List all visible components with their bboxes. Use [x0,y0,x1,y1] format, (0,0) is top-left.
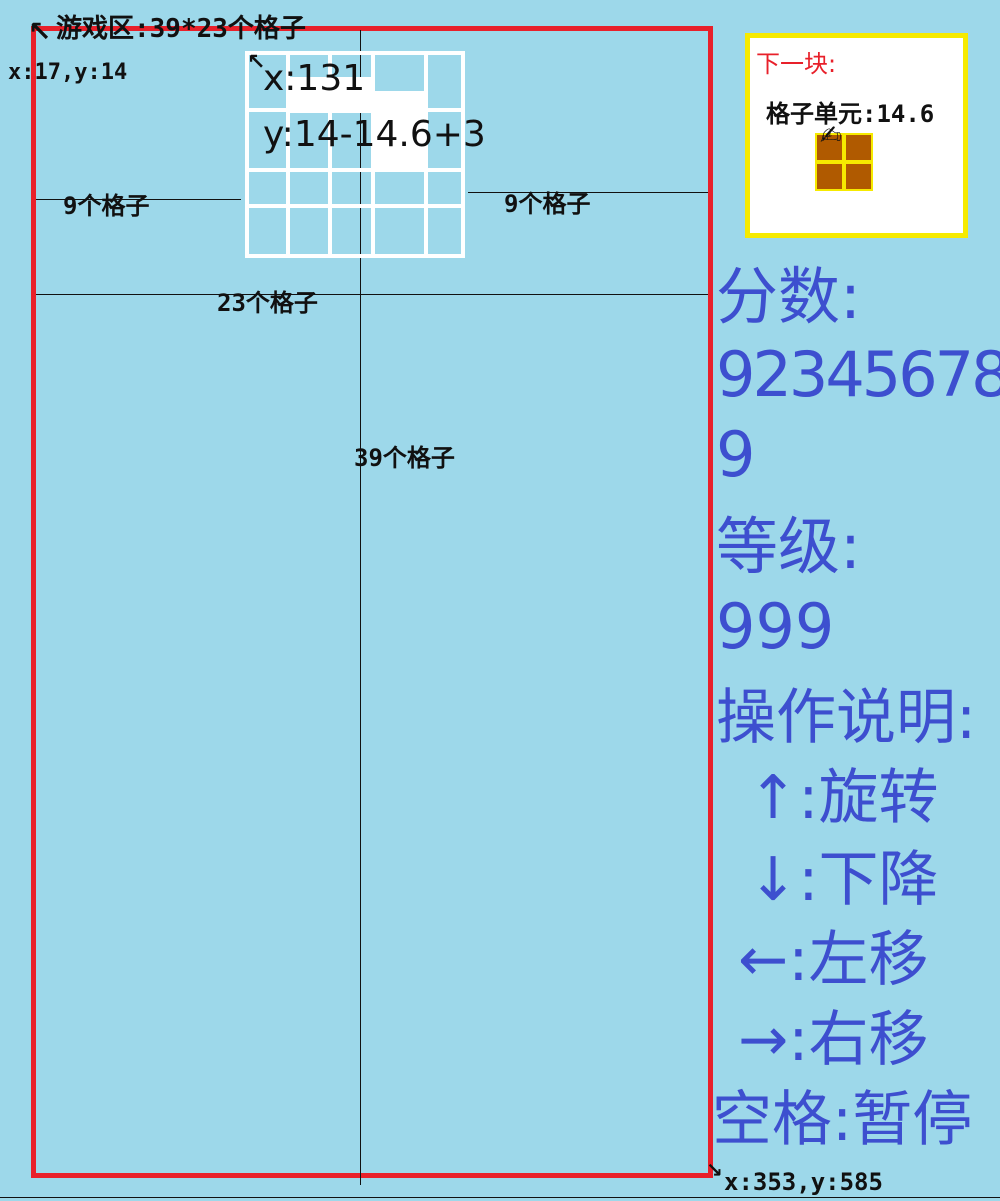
hand-cursor-icon: ✍ [820,121,842,151]
help-down: ↓:下降 [748,845,939,915]
level-label: 等级: [716,510,861,583]
help-pause: 空格:暂停 [712,1085,973,1155]
bottom-right-coord: x:353,y:585 [724,1168,883,1196]
game-area [31,26,713,1178]
cell-unit-label: 格子单元:14.6 [766,100,935,128]
cell-y-label: y:14-14.6+3 [263,114,486,155]
score-value-line1: 92345678 [716,338,1000,411]
width-23-cells-label: 23个格子 [217,289,318,317]
corner-cursor-icon: ↘ [706,1158,723,1182]
help-left: ←:左移 [738,925,929,995]
next-block-cell [844,133,873,162]
next-block-title: 下一块: [756,50,837,78]
pointer-icon: ↖ [247,50,266,75]
game-area-label: 游戏区:39*23个格子 [56,14,306,44]
left-9-cells-label: 9个格子 [63,192,150,220]
width-23-guide [36,294,708,295]
top-left-coord: x:17,y:14 [8,60,128,85]
cell-sketch-grid [245,51,465,258]
next-block-cell [815,133,844,162]
help-rotate: ↑:旋转 [748,763,939,833]
next-block-cell [844,162,873,191]
level-value: 999 [716,590,835,663]
bottom-guide [0,1197,1000,1198]
row-9-guide-left [36,199,241,200]
cursor-icon: ↖ [28,15,52,48]
next-block-cell [815,162,844,191]
vertical-center-guide [360,30,361,1185]
row-9-guide-right [468,192,708,193]
next-block-panel: 下一块: 格子单元:14.6 ✍ [745,33,968,238]
help-right: →:右移 [738,1005,929,1075]
cell-x-label: x:131 [263,58,366,99]
help-title: 操作说明: [716,683,977,753]
score-value-line2: 9 [716,418,756,491]
right-9-cells-label: 9个格子 [504,190,591,218]
score-label: 分数: [716,260,861,333]
height-39-cells-label: 39个格子 [354,444,455,472]
